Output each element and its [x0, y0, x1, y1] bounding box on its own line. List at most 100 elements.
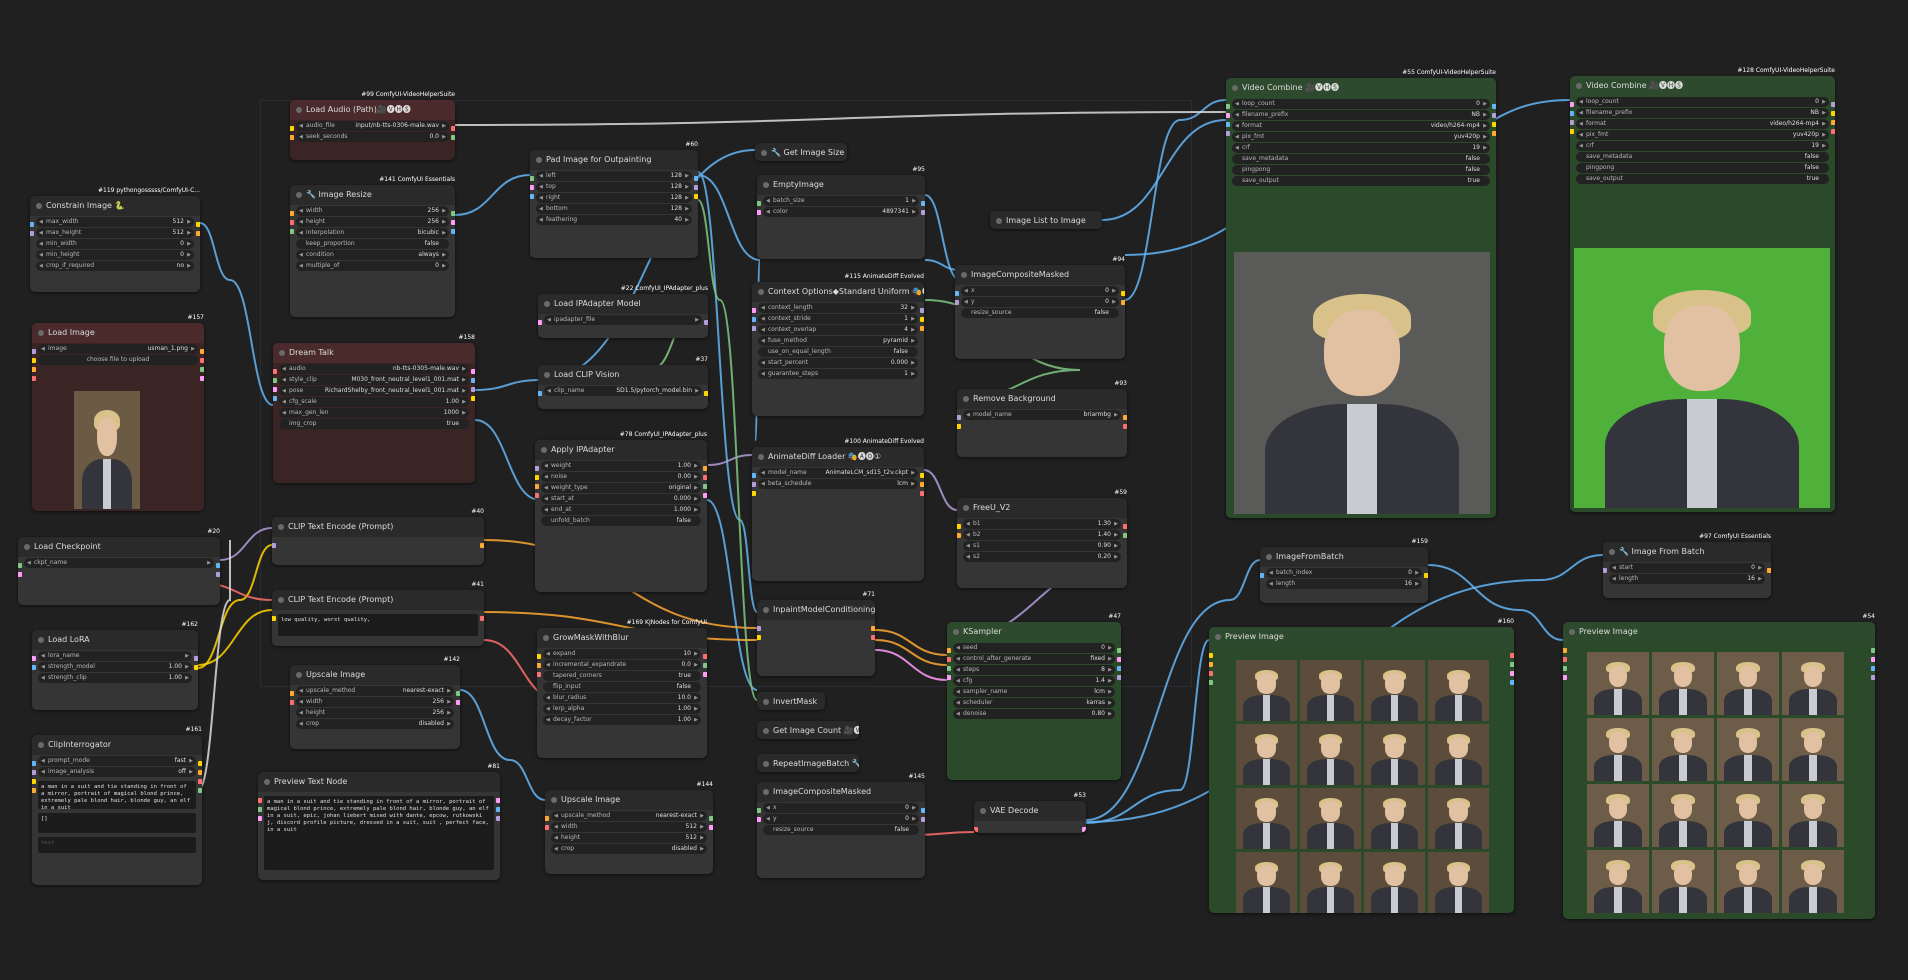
node-title-bar[interactable]: Apply IPAdapter: [535, 440, 707, 460]
node-title-bar[interactable]: ImageCompositeMasked: [955, 265, 1125, 285]
node-title-bar[interactable]: Preview Image: [1563, 622, 1875, 642]
output-port[interactable]: [1492, 104, 1496, 109]
collapse-dot-icon[interactable]: [763, 607, 769, 613]
input-port[interactable]: [757, 626, 761, 631]
collapse-dot-icon[interactable]: [38, 637, 44, 643]
node-grow-mask[interactable]: GrowMaskWithBlurexpand10incremental_expa…: [537, 628, 707, 758]
collapse-dot-icon[interactable]: [1576, 83, 1582, 89]
input-port[interactable]: [32, 358, 36, 363]
widget-end-at[interactable]: end_at1.000: [541, 505, 701, 515]
output-port[interactable]: [1831, 129, 1835, 134]
output-port[interactable]: [694, 194, 698, 199]
input-port[interactable]: [1570, 102, 1574, 107]
output-port[interactable]: [1831, 111, 1835, 116]
collapse-dot-icon[interactable]: [296, 672, 302, 678]
input-port[interactable]: [290, 211, 294, 216]
collapse-dot-icon[interactable]: [278, 597, 284, 603]
node-clip-vision[interactable]: Load CLIP Visionclip_nameSD1.5/pytorch_m…: [538, 365, 708, 409]
widget-b2[interactable]: b21.40: [963, 530, 1121, 540]
collapse-dot-icon[interactable]: [543, 635, 549, 641]
collapse-dot-icon[interactable]: [1232, 85, 1238, 91]
node-image-list[interactable]: Image List to Image: [990, 211, 1102, 229]
output-port[interactable]: [196, 222, 200, 227]
output-port[interactable]: [703, 493, 707, 498]
output-port[interactable]: [920, 326, 924, 331]
input-port[interactable]: [1209, 671, 1213, 676]
input-port[interactable]: [537, 654, 541, 659]
output-port[interactable]: [451, 220, 455, 225]
node-get-image-count[interactable]: Get Image Count 🎥🅥: [757, 721, 859, 739]
input-port[interactable]: [752, 482, 756, 487]
input-port[interactable]: [273, 369, 277, 374]
output-port[interactable]: [1492, 113, 1496, 118]
node-composite-1[interactable]: ImageCompositeMaskedx0y0resize_sourcefal…: [955, 265, 1125, 359]
input-port[interactable]: [947, 675, 951, 680]
node-title-bar[interactable]: AnimateDiff Loader 🎭🅐🅓①: [752, 447, 924, 467]
collapse-dot-icon[interactable]: [1609, 549, 1615, 555]
node-upscale-2[interactable]: Upscale Imageupscale_methodnearest-exact…: [545, 790, 713, 874]
output-port[interactable]: [480, 616, 484, 621]
collapse-dot-icon[interactable]: [996, 218, 1002, 224]
node-repeat-batch[interactable]: RepeatImageBatch 🔧: [757, 754, 859, 772]
output-port[interactable]: [704, 391, 708, 396]
output-port[interactable]: [200, 358, 204, 363]
input-port[interactable]: [1209, 653, 1213, 658]
node-invert-mask[interactable]: InvertMask: [757, 692, 825, 710]
input-port[interactable]: [535, 484, 539, 489]
node-title-bar[interactable]: Video Combine 🎥🅥🅗🅢: [1226, 78, 1496, 98]
input-port[interactable]: [535, 475, 539, 480]
output-port[interactable]: [471, 378, 475, 383]
input-port[interactable]: [957, 524, 961, 529]
node-title-bar[interactable]: ClipInterrogator: [32, 735, 202, 755]
output-port[interactable]: [198, 788, 202, 793]
widget-ipadapter-file[interactable]: ipadapter_fileip-adapter-plus_sd15.safet…: [544, 315, 702, 325]
output-port[interactable]: [709, 816, 713, 821]
input-port[interactable]: [752, 317, 756, 322]
output-port[interactable]: [709, 825, 713, 830]
node-title-bar[interactable]: Upscale Image: [290, 665, 460, 685]
input-port[interactable]: [258, 798, 262, 803]
input-port[interactable]: [290, 126, 294, 131]
input-port[interactable]: [957, 533, 961, 538]
node-title-bar[interactable]: Preview Text Node: [258, 772, 500, 792]
output-port[interactable]: [1871, 648, 1875, 653]
output-port[interactable]: [200, 349, 204, 354]
output-port[interactable]: [198, 770, 202, 775]
output-port[interactable]: [694, 185, 698, 190]
input-port[interactable]: [273, 378, 277, 383]
output-port[interactable]: [1510, 680, 1514, 685]
node-clip-text-2[interactable]: CLIP Text Encode (Prompt)low quality, wo…: [272, 590, 484, 646]
output-port[interactable]: [1117, 657, 1121, 662]
input-port[interactable]: [537, 663, 541, 668]
input-port[interactable]: [1209, 662, 1213, 667]
node-title-bar[interactable]: GrowMaskWithBlur: [537, 628, 707, 648]
input-port[interactable]: [273, 387, 277, 392]
node-title-bar[interactable]: Load Checkpoint: [18, 537, 220, 557]
input-port[interactable]: [1226, 131, 1230, 136]
